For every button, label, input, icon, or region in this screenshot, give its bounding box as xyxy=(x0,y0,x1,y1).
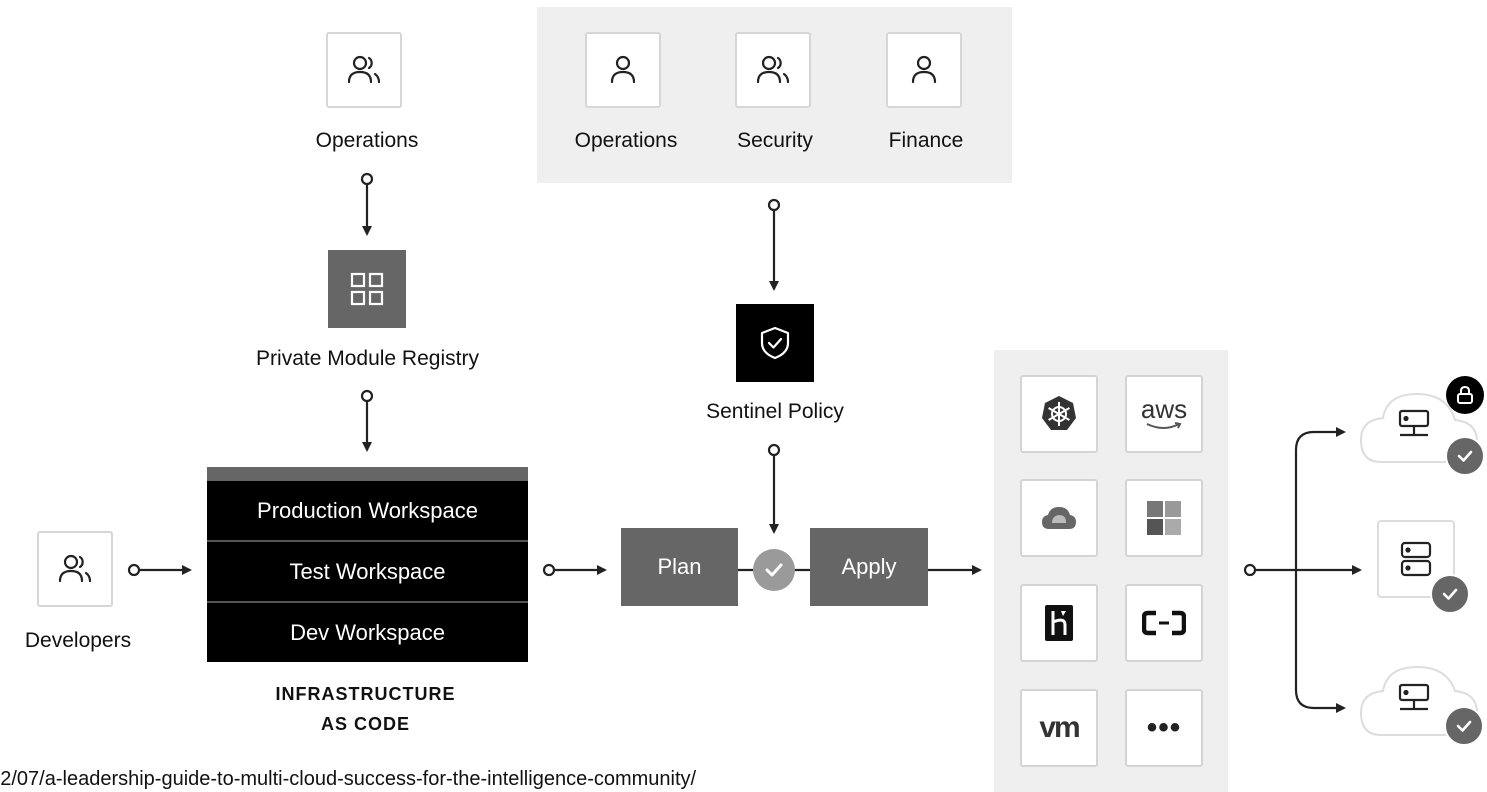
vmware-icon: vm xyxy=(1039,711,1080,744)
server-stack-icon xyxy=(1400,541,1432,577)
operations-label: Operations xyxy=(315,129,419,152)
lock-icon xyxy=(1457,385,1473,404)
developers-icon-box xyxy=(37,531,113,607)
divider xyxy=(207,601,528,603)
google-cloud-icon xyxy=(1042,507,1076,529)
check-badge xyxy=(1444,706,1484,746)
check-icon xyxy=(765,563,783,577)
check-icon xyxy=(1457,450,1473,462)
kubernetes-tile xyxy=(1020,375,1098,453)
security-icon-box xyxy=(735,32,811,108)
divider xyxy=(207,540,528,542)
security-label: Security xyxy=(737,129,813,152)
check-icon xyxy=(1456,720,1472,732)
policy-operations-icon-box xyxy=(585,32,661,108)
check-icon xyxy=(1442,588,1458,600)
vmware-tile: vm xyxy=(1020,689,1098,767)
policy-check-circle xyxy=(753,549,795,591)
source-url: 022/07/a-leadership-guide-to-multi-cloud… xyxy=(0,768,697,790)
heroku-icon xyxy=(1045,605,1073,641)
server-icon xyxy=(1398,683,1430,711)
users-icon xyxy=(347,55,381,84)
finance-icon-box xyxy=(886,32,962,108)
users-icon xyxy=(58,554,92,583)
kubernetes-icon xyxy=(1042,396,1076,430)
policy-operations-label: Operations xyxy=(574,129,678,152)
dev-workspace: Dev Workspace xyxy=(207,603,528,662)
iac-line2: AS CODE xyxy=(320,714,410,734)
check-badge xyxy=(1445,436,1485,476)
user-icon xyxy=(911,55,937,84)
heroku-tile xyxy=(1020,584,1098,662)
shield-check-icon xyxy=(760,326,790,360)
users-icon xyxy=(756,55,790,84)
registry-box xyxy=(328,250,406,328)
plan-step: Plan xyxy=(621,528,738,606)
apply-step: Apply xyxy=(810,528,928,606)
alibaba-cloud-icon xyxy=(1142,610,1186,636)
aws-logo: aws xyxy=(1140,394,1188,424)
user-icon xyxy=(610,55,636,84)
finance-label: Finance xyxy=(888,129,964,152)
aws-tile: aws xyxy=(1125,375,1203,453)
more-icon: ••• xyxy=(1146,711,1182,744)
google-cloud-tile xyxy=(1020,479,1098,557)
azure-icon xyxy=(1147,501,1181,535)
developers-label: Developers xyxy=(24,629,132,652)
aws-smile-icon xyxy=(1146,422,1182,429)
registry-label: Private Module Registry xyxy=(256,347,479,370)
lock-badge xyxy=(1446,376,1484,414)
sentinel-label: Sentinel Policy xyxy=(706,400,844,423)
server-icon xyxy=(1398,409,1430,437)
sentinel-box xyxy=(736,304,814,382)
azure-tile xyxy=(1125,479,1203,557)
check-badge xyxy=(1430,574,1470,614)
operations-icon-box xyxy=(326,32,402,108)
test-workspace: Test Workspace xyxy=(207,542,528,601)
grid-icon xyxy=(350,272,384,306)
production-workspace: Production Workspace xyxy=(207,481,528,540)
alibaba-cloud-tile xyxy=(1125,584,1203,662)
iac-line1: INFRASTRUCTURE xyxy=(275,684,456,704)
workspace-stack-header xyxy=(207,467,528,481)
more-providers-tile: ••• xyxy=(1125,689,1203,767)
